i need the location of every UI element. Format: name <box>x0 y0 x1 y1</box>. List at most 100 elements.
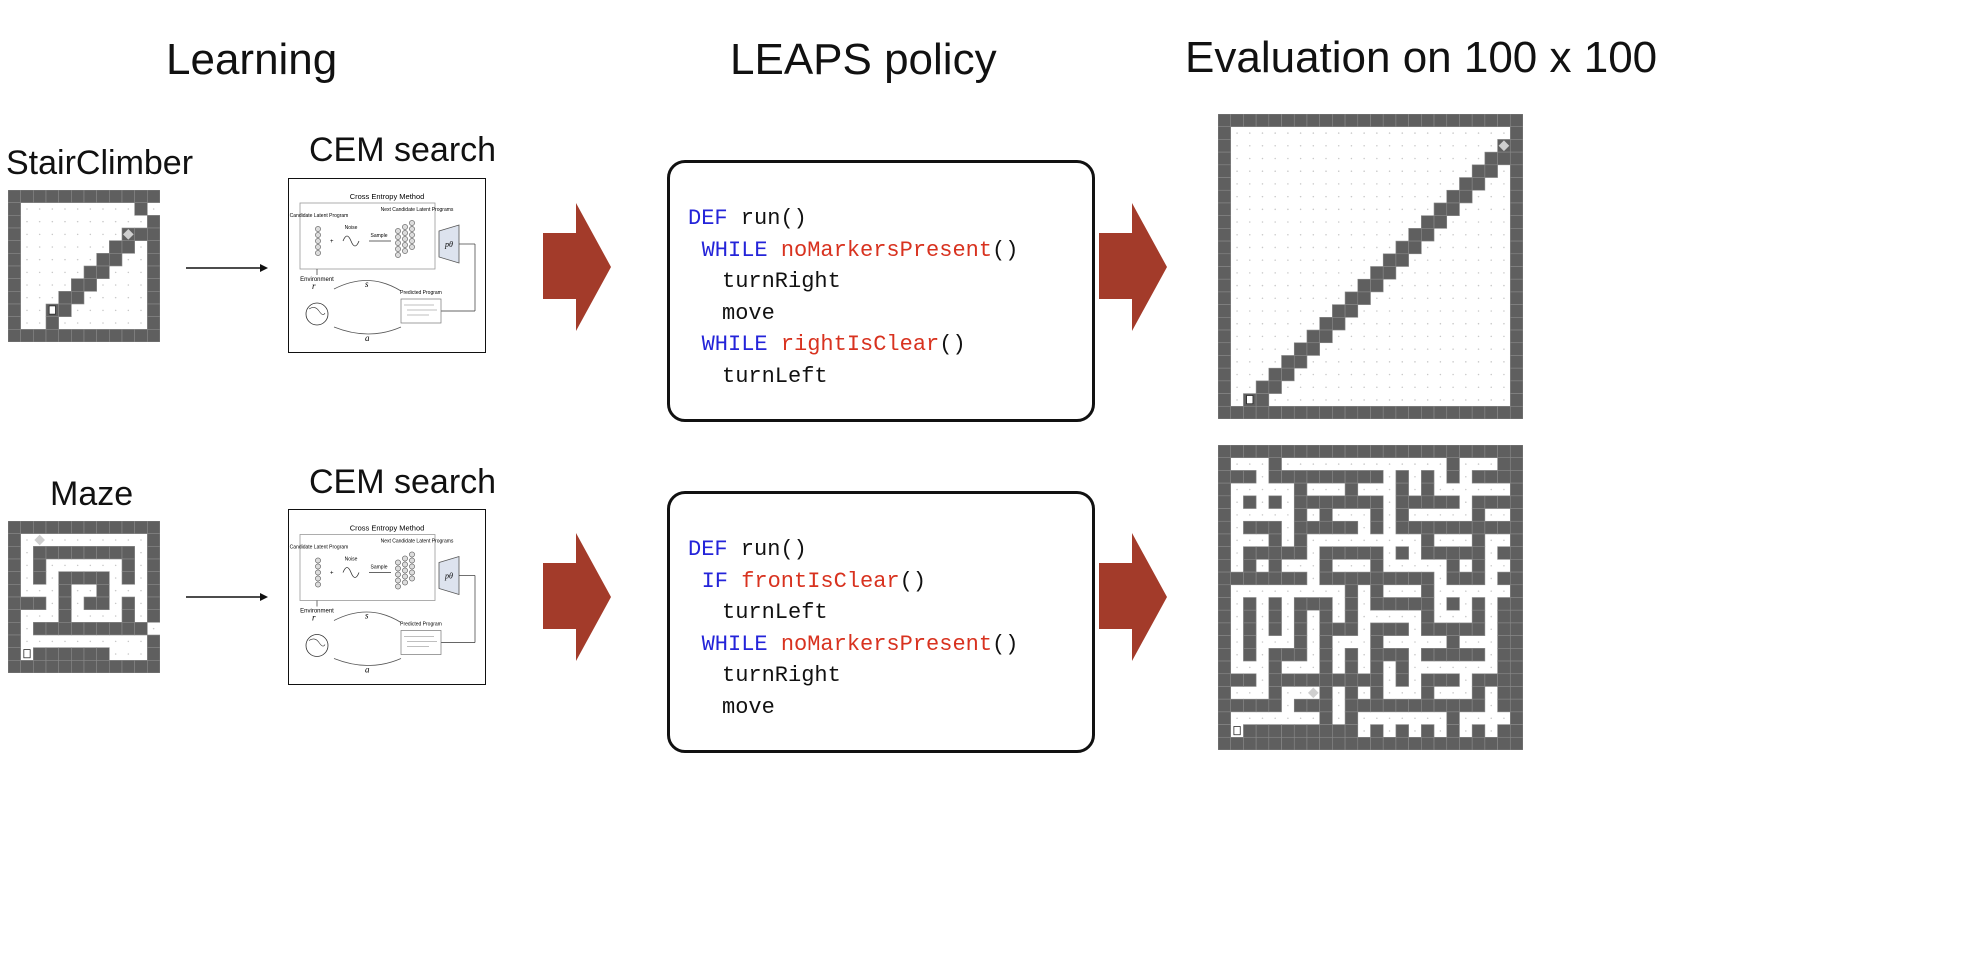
karel-agent-icon <box>48 305 56 315</box>
code-function: rightIsClear <box>780 332 940 357</box>
code-line: WHILE noMarkersPresent() <box>688 235 1019 267</box>
cem-decoder: pθ <box>444 572 453 581</box>
next-candidates <box>395 551 415 590</box>
decoder-shape <box>438 224 460 264</box>
marker-diamond <box>34 534 45 546</box>
cem-noise: Noise <box>345 557 358 563</box>
code-text: run() <box>727 206 807 231</box>
cem-candidate: Candidate Latent Program <box>290 213 349 219</box>
code-text: turnRight <box>722 269 841 294</box>
code-function: noMarkersPresent <box>780 631 993 657</box>
code-line: move <box>688 692 1018 724</box>
big-arrow-1 <box>543 203 611 331</box>
big-arrow-4 <box>1099 533 1167 661</box>
cem-r: r <box>312 613 316 623</box>
code-keyword: DEF <box>688 537 728 562</box>
cem-sample: Sample <box>371 233 388 239</box>
code-line: DEF run() <box>688 203 1018 235</box>
cem-search-label-1: CEM search <box>309 131 497 169</box>
arrow-to-cem-2 <box>186 593 268 601</box>
cem-diagram-graphic: Cross Entropy Method Candidate Latent Pr… <box>290 192 476 343</box>
cem-decoder: pθ <box>444 240 453 249</box>
cem-title: Cross Entropy Method <box>350 192 425 201</box>
code-line: move <box>688 298 1018 330</box>
cem-noise: Noise <box>345 225 358 231</box>
decoder-shape <box>438 555 460 596</box>
next-candidates <box>395 220 415 258</box>
big-arrow-3 <box>1099 203 1167 331</box>
marker-diamond <box>1498 140 1510 152</box>
marker-diamond <box>1307 687 1319 699</box>
svg-text:+: + <box>330 571 334 577</box>
program-box-stairclimber: DEF run()WHILE noMarkersPresent()turnRig… <box>667 160 1095 422</box>
globe-icon <box>305 302 329 326</box>
task-label-stairclimber: StairClimber <box>6 144 194 182</box>
predicted-program-box <box>400 298 442 324</box>
stairclimber-small-grid <box>8 190 160 342</box>
program-code: DEF run()WHILE noMarkersPresent()turnRig… <box>688 203 1018 392</box>
marker-diamond <box>123 229 134 240</box>
cem-diagram-1: Cross Entropy Method Candidate Latent Pr… <box>288 178 486 353</box>
code-text: () <box>992 237 1019 263</box>
maze-small-grid <box>8 521 160 673</box>
cem-diagram-2: Cross Entropy Method Candidate Latent Pr… <box>288 509 486 685</box>
karel-agent-icon <box>1246 395 1254 405</box>
cem-next: Next Candidate Latent Programs <box>381 207 454 213</box>
candidate-vector <box>315 226 321 256</box>
code-text: () <box>899 568 927 594</box>
cem-predicted: Predicted Program <box>400 622 442 628</box>
code-keyword: WHILE <box>701 631 768 657</box>
code-line: turnLeft <box>688 361 1018 393</box>
cem-r: r <box>312 281 316 291</box>
cem-a: a <box>365 665 370 675</box>
code-text: () <box>992 631 1019 657</box>
code-line: IF frontIsClear() <box>688 566 1018 598</box>
code-keyword: WHILE <box>701 332 768 357</box>
big-arrow-2 <box>543 533 611 661</box>
code-line: turnLeft <box>688 597 1018 629</box>
heading-learning: Learning <box>166 35 338 84</box>
code-keyword: DEF <box>688 206 728 231</box>
predicted-program-box <box>400 630 442 655</box>
code-text: turnRight <box>722 663 841 688</box>
heading-leaps-policy: LEAPS policy <box>730 35 997 84</box>
cem-environment: Environment <box>300 277 334 283</box>
cem-predicted: Predicted Program <box>400 290 442 296</box>
code-line: turnRight <box>688 266 1018 298</box>
heading-evaluation: Evaluation on 100 x 100 <box>1185 33 1658 82</box>
code-text: turnLeft <box>722 600 828 625</box>
cem-environment: Environment <box>300 609 334 615</box>
code-text: () <box>939 332 966 357</box>
cem-diagram-graphic: Cross Entropy Method Candidate Latent Pr… <box>290 524 476 675</box>
svg-text:+: + <box>330 239 334 245</box>
code-text: turnLeft <box>722 363 828 389</box>
globe-icon <box>305 634 329 657</box>
arrow-to-cem-1 <box>186 264 268 272</box>
cem-search-label-2: CEM search <box>309 463 497 501</box>
cem-next: Next Candidate Latent Programs <box>381 539 454 545</box>
candidate-vector <box>315 557 321 588</box>
code-line: turnRight <box>688 660 1018 692</box>
cem-a: a <box>365 333 370 343</box>
code-text: move <box>722 300 775 326</box>
code-keyword: IF <box>701 568 728 594</box>
noise-wave <box>342 235 360 247</box>
code-line: WHILE rightIsClear() <box>688 329 1018 361</box>
cem-candidate: Candidate Latent Program <box>290 545 349 551</box>
code-line: DEF run() <box>688 534 1018 566</box>
code-line: WHILE noMarkersPresent() <box>688 629 1019 661</box>
code-text: run() <box>727 537 807 562</box>
code-function: noMarkersPresent <box>780 237 993 263</box>
stairclimber-100x100-grid <box>1218 114 1523 419</box>
cem-title: Cross Entropy Method <box>350 524 425 533</box>
code-text: move <box>722 694 775 720</box>
cem-s: s <box>365 611 369 621</box>
karel-agent-icon <box>23 649 31 659</box>
maze-100x100-grid <box>1218 445 1523 750</box>
code-function: frontIsClear <box>741 568 900 594</box>
task-label-maze: Maze <box>50 475 134 513</box>
cem-sample: Sample <box>371 565 388 571</box>
noise-wave <box>342 567 360 578</box>
